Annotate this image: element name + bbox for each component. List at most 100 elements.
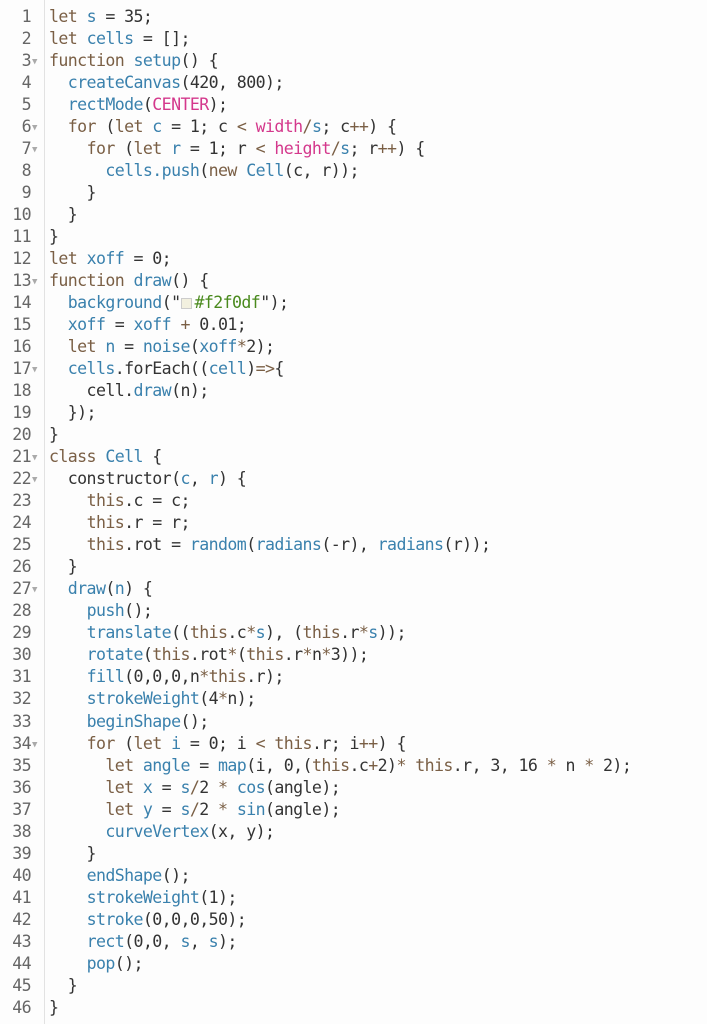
- code-token: n: [311, 645, 322, 665]
- line-number: 22: [12, 469, 31, 489]
- code-token: setup: [133, 51, 182, 71]
- code-token: });: [49, 403, 97, 423]
- code-token: (-r),: [321, 535, 378, 555]
- code-token: xoff: [67, 315, 106, 335]
- line-number: 27: [12, 579, 31, 599]
- code-text: }: [49, 997, 59, 1019]
- code-text: let y = s/2 * sin(angle);: [49, 799, 340, 821]
- code-token: (c, r));: [283, 161, 360, 181]
- code-token: c: [180, 469, 190, 489]
- code-token: [265, 139, 274, 158]
- code-token: this: [152, 645, 190, 665]
- code-text: this.c = c;: [49, 490, 191, 512]
- code-token: cells: [67, 359, 116, 379]
- code-token: xoff: [86, 249, 125, 269]
- code-token: [265, 734, 274, 753]
- fold-triangle-icon[interactable]: ▼: [32, 57, 37, 68]
- code-token: (0,0,0,50);: [142, 909, 247, 929]
- code-token: .r);: [246, 667, 284, 687]
- code-token: /: [302, 117, 313, 137]
- fold-triangle-icon[interactable]: ▼: [32, 739, 37, 750]
- code-token: 2);: [246, 337, 275, 357]
- line-number: 39: [12, 843, 31, 863]
- code-token: endShape: [86, 865, 163, 885]
- fold-triangle-icon[interactable]: ▼: [32, 585, 37, 596]
- line-number: 20: [12, 425, 31, 445]
- code-token: [49, 623, 87, 642]
- code-token: *: [218, 689, 228, 709]
- fold-triangle-icon[interactable]: ▼: [32, 453, 37, 464]
- code-token: fill: [86, 667, 125, 687]
- code-text: this.rot = random(radians(-r), radians(r…: [49, 534, 491, 556]
- fold-triangle-icon[interactable]: ▼: [32, 123, 37, 134]
- code-text: }: [49, 556, 78, 578]
- line-number: 17: [12, 359, 31, 379]
- code-token: [49, 535, 87, 554]
- code-token: rotate: [86, 645, 144, 665]
- code-token: s: [86, 7, 97, 26]
- code-text: }: [49, 182, 97, 204]
- code-token: }: [49, 975, 78, 995]
- code-text: function setup() {: [49, 50, 219, 72]
- code-token: (420, 800);: [180, 73, 284, 93]
- code-token: (angle);: [264, 777, 341, 797]
- code-token: }: [49, 997, 59, 1017]
- code-token: *: [246, 623, 256, 643]
- code-token: (r));: [443, 535, 491, 555]
- code-token: (0,0,0,n: [124, 667, 200, 687]
- code-token: let: [133, 733, 172, 753]
- line-number: 34: [12, 733, 31, 753]
- code-token: }: [49, 425, 59, 445]
- code-token: .r: [283, 645, 303, 665]
- code-token: {: [142, 447, 162, 467]
- code-token: ));: [377, 623, 407, 643]
- code-token: .c: [349, 755, 369, 775]
- code-token: *: [236, 337, 247, 357]
- code-token: function: [49, 51, 134, 71]
- code-token: [49, 117, 68, 136]
- code-token: () {: [180, 51, 219, 71]
- code-token: *: [584, 755, 594, 775]
- code-token: (x, y);: [208, 821, 275, 841]
- code-token: (: [189, 337, 200, 357]
- line-number: 40: [12, 865, 31, 885]
- code-text: class Cell {: [49, 446, 162, 468]
- code-token: [49, 491, 87, 510]
- line-number: 10: [12, 205, 31, 225]
- code-token: angle: [142, 755, 191, 775]
- fold-triangle-icon[interactable]: ▼: [32, 365, 37, 376]
- code-token: this: [189, 623, 228, 643]
- line-number: 26: [12, 557, 31, 577]
- code-token: y: [142, 799, 153, 819]
- fold-triangle-icon[interactable]: ▼: [32, 145, 37, 156]
- code-token: let: [105, 755, 143, 775]
- code-token: [49, 73, 68, 92]
- line-number: 31: [12, 667, 31, 687]
- code-text: xoff = xoff + 0.01;: [49, 314, 247, 336]
- code-text: rectMode(CENTER);: [49, 94, 228, 116]
- line-number: 32: [12, 689, 31, 709]
- code-token: cells: [86, 29, 135, 49]
- code-token: cell.: [49, 381, 135, 401]
- code-token: ) {: [368, 117, 397, 137]
- line-number: 38: [12, 821, 31, 841]
- code-token: for: [86, 733, 125, 753]
- line-number: 19: [12, 403, 31, 423]
- fold-triangle-icon[interactable]: ▼: [32, 475, 37, 486]
- line-number: 42: [12, 909, 31, 929]
- code-token: .c = c;: [124, 491, 190, 511]
- line-number: 37: [12, 799, 31, 819]
- code-token: ) {: [396, 139, 425, 159]
- fold-triangle-icon[interactable]: ▼: [32, 277, 37, 288]
- code-token: ,: [189, 469, 209, 489]
- code-token: xoff: [199, 337, 237, 357]
- line-number: 18: [12, 381, 31, 401]
- code-token: #f2f0df: [194, 293, 261, 313]
- code-token: ) {: [218, 469, 247, 489]
- color-swatch-icon[interactable]: [181, 298, 193, 310]
- code-token: s: [255, 623, 266, 643]
- code-token: 2: [199, 799, 219, 819]
- code-token: Cell: [246, 161, 284, 181]
- code-token: s: [208, 931, 219, 951]
